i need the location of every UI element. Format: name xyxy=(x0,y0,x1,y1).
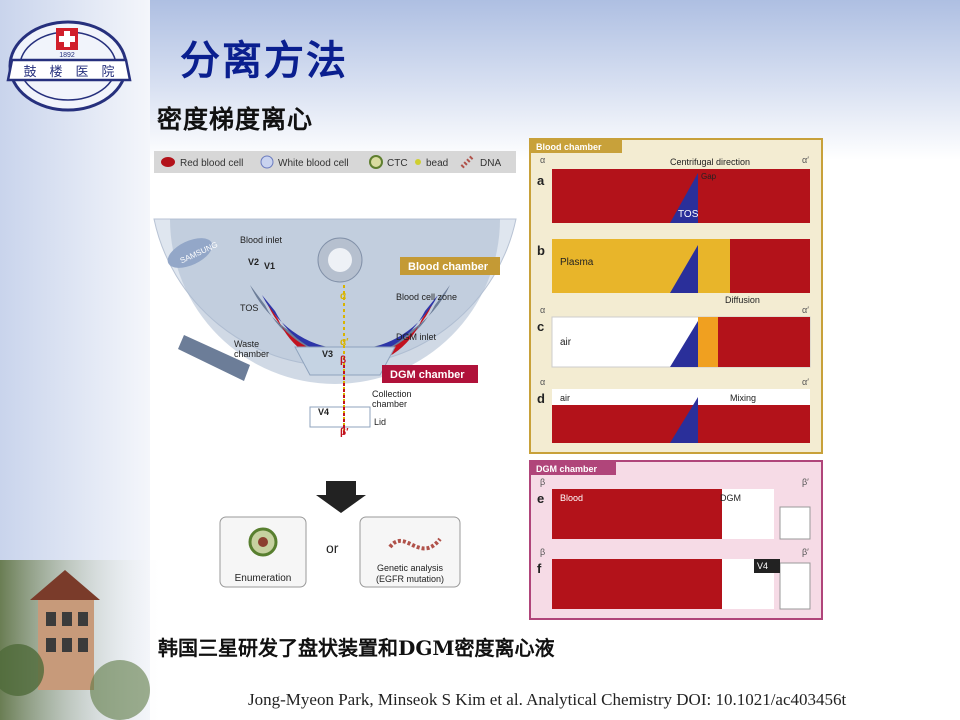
label-v1: V1 xyxy=(264,261,275,271)
row-a-letter: a xyxy=(537,173,545,188)
row-e-right: β′ xyxy=(802,477,809,487)
row-d-right: α′ xyxy=(802,377,809,387)
row-e-letter: e xyxy=(537,491,544,506)
row-a-centrifugal: Centrifugal direction xyxy=(670,157,750,167)
row-d-air: air xyxy=(560,393,570,403)
label-alpha-prime: α′ xyxy=(340,337,349,348)
row-a-right: α′ xyxy=(802,155,809,165)
label-v2: V2 xyxy=(248,257,259,267)
logo-char-3: 医 xyxy=(75,65,88,80)
label-collection: Collection xyxy=(372,389,412,399)
row-d-letter: d xyxy=(537,391,545,406)
row-b-letter: b xyxy=(537,243,545,258)
label-lid: Lid xyxy=(374,417,386,427)
output-genetic-analysis: Genetic analysis (EGFR mutation) xyxy=(359,516,461,588)
row-c-air: air xyxy=(560,337,572,348)
row-e-left: β xyxy=(540,477,545,487)
legend-bar: Red blood cell White blood cell CTC bead… xyxy=(154,151,516,173)
row-a-tos: TOS xyxy=(678,209,699,220)
logo-char-2: 楼 xyxy=(49,65,62,80)
row-d-left: α xyxy=(540,377,545,387)
blood-chamber-tag: Blood chamber xyxy=(408,261,489,273)
citation: Jong-Myeon Park, Minseok S Kim et al. An… xyxy=(248,690,847,709)
label-blood-inlet: Blood inlet xyxy=(240,235,283,245)
ctc-icon xyxy=(369,155,383,169)
label-blood-cell-zone: Blood cell zone xyxy=(396,292,457,302)
blood-chamber-panel: Blood chamber α α′ Centrifugal direction… xyxy=(529,138,823,454)
row-b-diffusion: Diffusion xyxy=(725,295,760,305)
label-v4: V4 xyxy=(318,407,329,417)
legend-ctc: CTC xyxy=(387,158,408,169)
label-tos: TOS xyxy=(240,303,258,313)
or-label: or xyxy=(326,540,339,556)
arrow-down-icon xyxy=(316,481,366,513)
row-f-right: β′ xyxy=(802,547,809,557)
egfr-mutation-label: (EGFR mutation) xyxy=(376,574,444,584)
label-alpha: α xyxy=(340,291,347,302)
legend-bead: bead xyxy=(426,158,448,169)
legend-white-blood-cell: White blood cell xyxy=(278,158,349,169)
logo-ribbon xyxy=(6,58,132,82)
white-blood-cell-icon xyxy=(260,155,274,169)
legend-red-blood-cell: Red blood cell xyxy=(180,158,243,169)
dgm-chamber-header: DGM chamber xyxy=(536,464,598,474)
output-enumeration: Enumeration xyxy=(219,516,307,588)
hospital-logo: 1892 鼓 楼 医 院 xyxy=(6,20,132,112)
dna-icon xyxy=(388,537,442,551)
row-e-dgm: DGM xyxy=(720,493,741,503)
blood-chamber-header: Blood chamber xyxy=(536,142,602,152)
row-c-left: α xyxy=(540,305,545,315)
logo-char-1: 鼓 xyxy=(23,65,36,80)
genetic-analysis-label: Genetic analysis xyxy=(377,563,444,573)
row-a-gap: Gap xyxy=(701,172,717,181)
row-d-mixing: Mixing xyxy=(730,393,756,403)
row-c-letter: c xyxy=(537,319,544,334)
row-a-left: α xyxy=(540,155,545,165)
label-dgm-inlet: DGM inlet xyxy=(396,332,437,342)
centrifugal-disc: SAMSUNG Blood inlet V2 V1 TOS Waste cham… xyxy=(153,218,517,438)
bead-icon xyxy=(415,159,421,165)
row-e-blood: Blood xyxy=(560,493,583,503)
row-f-v4: V4 xyxy=(757,561,768,571)
dgm-chamber-panel: DGM chamber β β′ e Blood DGM β β′ f V4 xyxy=(529,460,823,620)
dgm-chamber-tag: DGM chamber xyxy=(390,369,465,381)
logo-char-4: 院 xyxy=(101,65,114,80)
hospital-building-image xyxy=(0,560,165,720)
row-c-right: α′ xyxy=(802,305,809,315)
figure-dgm-disc: Red blood cell White blood cell CTC bead… xyxy=(153,138,823,620)
slide-subtitle: 密度梯度离心 xyxy=(157,105,314,134)
label-v3: V3 xyxy=(322,349,333,359)
slide-caption: 韩国三星研发了盘状装置和DGM密度离心液 xyxy=(158,636,555,660)
red-blood-cell-icon xyxy=(161,157,175,167)
logo-year: 1892 xyxy=(59,52,75,59)
slide-title: 分离方法 xyxy=(180,37,348,84)
label-collection-2: chamber xyxy=(372,399,407,409)
label-waste-chamber-2: chamber xyxy=(234,349,269,359)
label-beta-prime: β′ xyxy=(340,427,349,438)
header-gradient xyxy=(0,0,960,160)
label-waste-chamber: Waste xyxy=(234,339,259,349)
label-beta: β xyxy=(340,355,346,366)
row-f-left: β xyxy=(540,547,545,557)
legend-dna: DNA xyxy=(480,158,501,169)
row-b-plasma: Plasma xyxy=(560,257,594,268)
row-f-letter: f xyxy=(537,561,542,576)
enumeration-label: Enumeration xyxy=(235,573,292,584)
